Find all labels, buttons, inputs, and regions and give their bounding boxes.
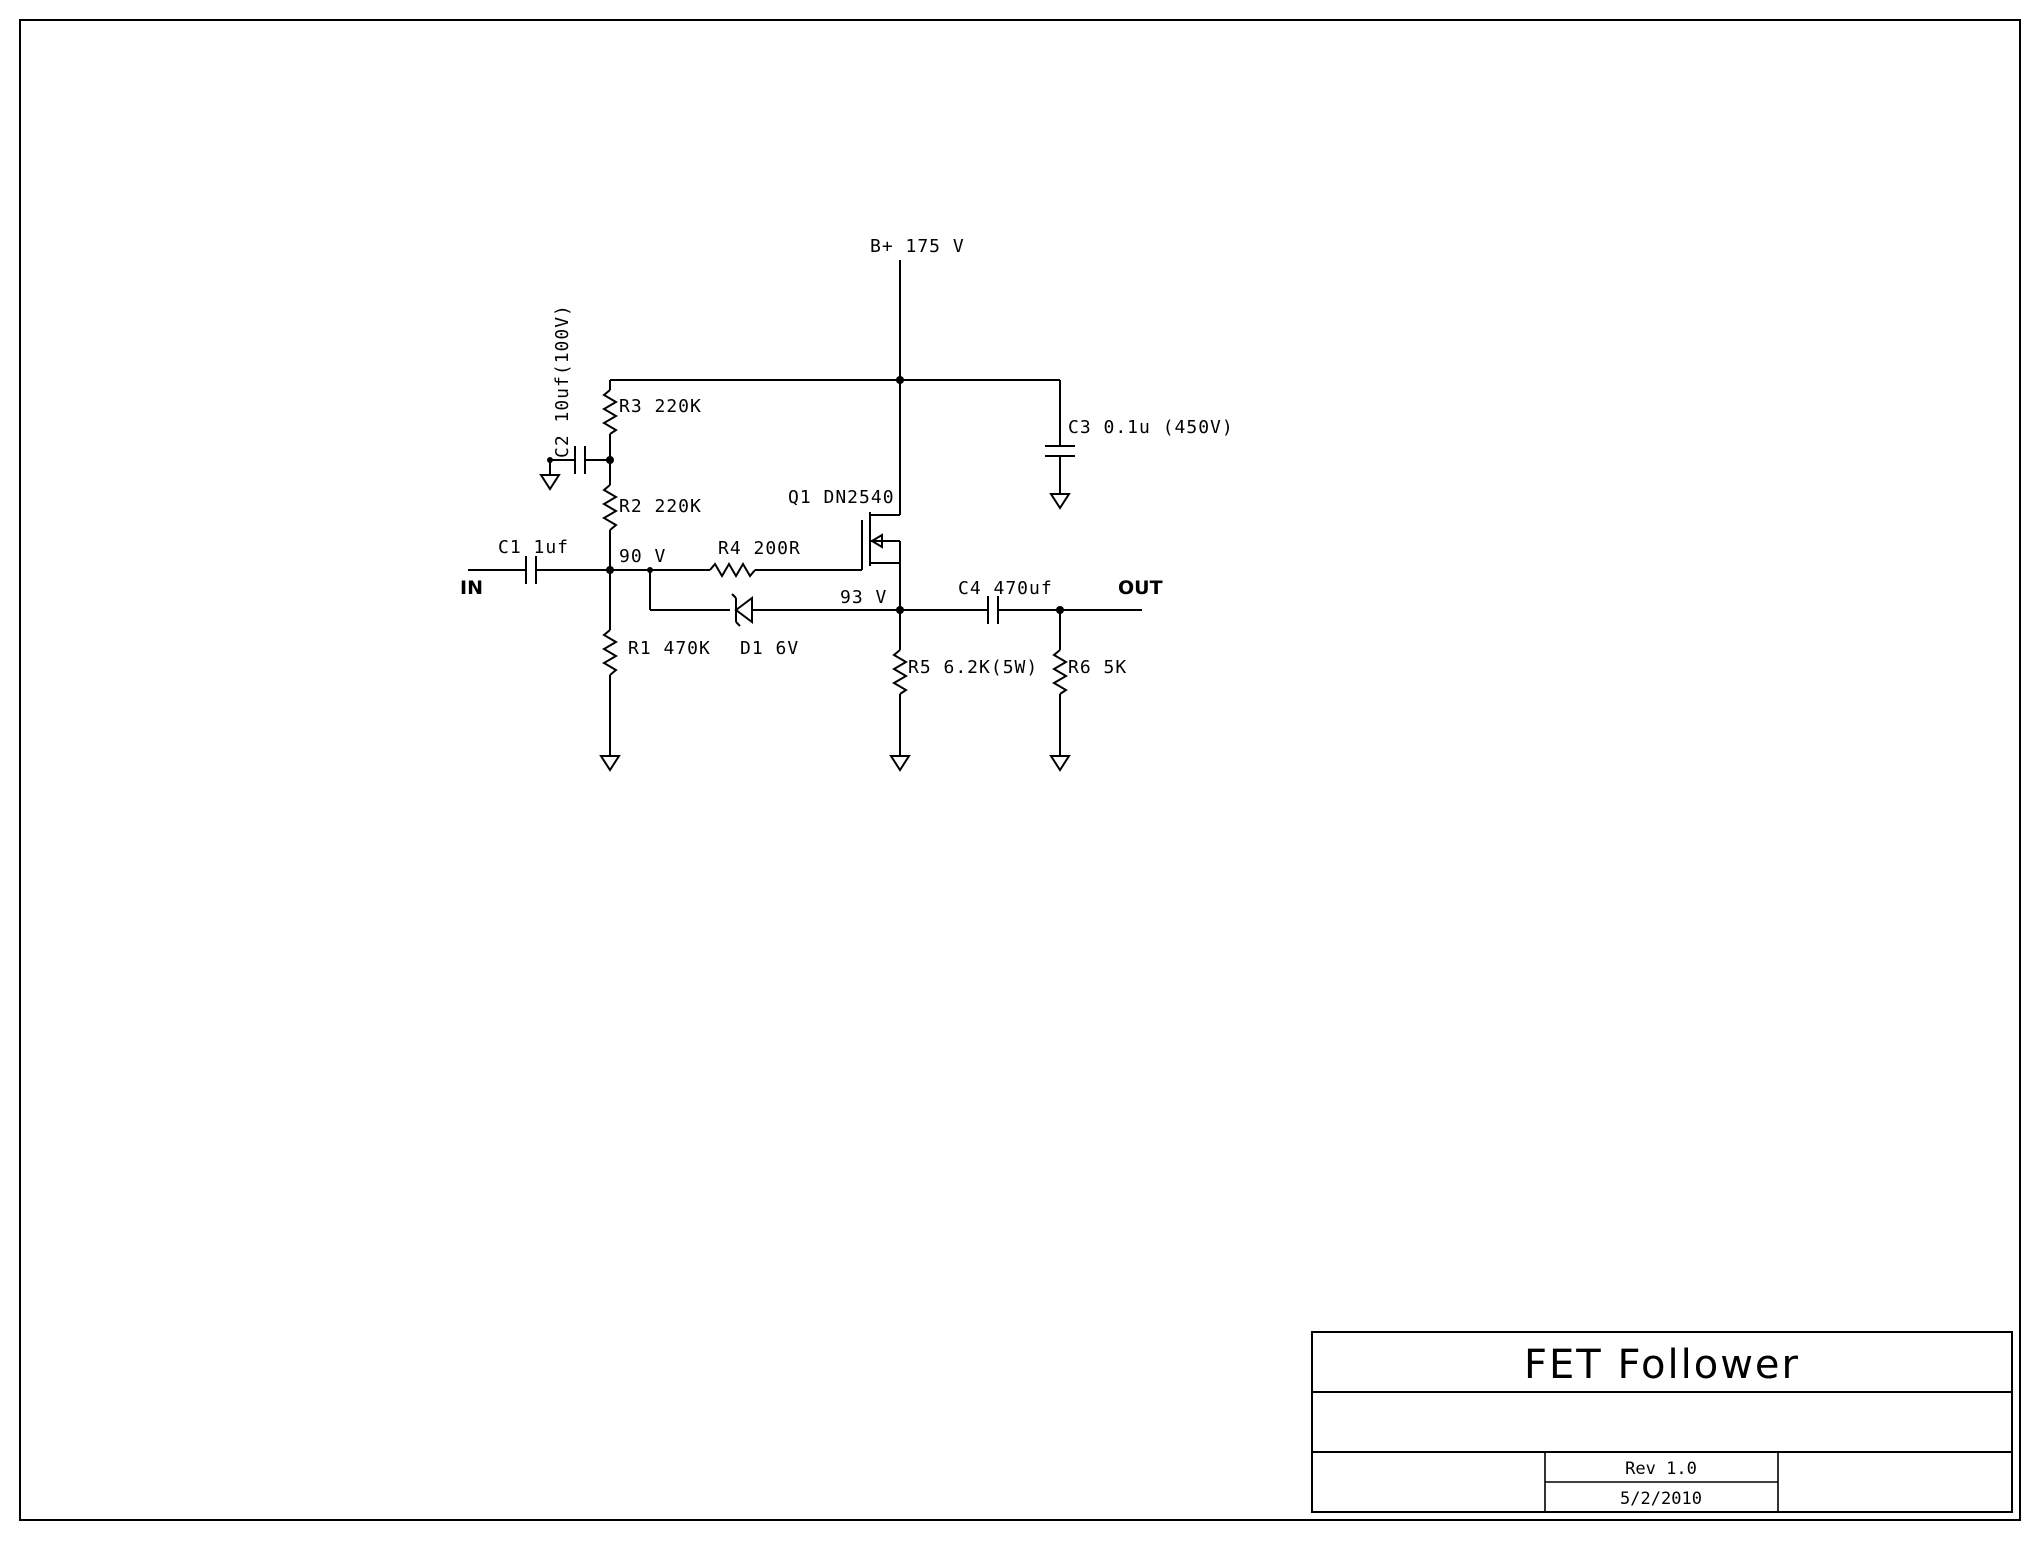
ground-symbol-r5 bbox=[889, 755, 911, 772]
gate-voltage-label: 90 V bbox=[619, 546, 666, 567]
r2-label: R2 220K bbox=[619, 496, 702, 517]
title-block-title: FET Follower bbox=[1524, 1342, 1800, 1388]
junction-dot bbox=[547, 457, 553, 463]
r1-resistor bbox=[602, 570, 618, 756]
c1-label: C1 1uf bbox=[498, 537, 569, 558]
r4-label: R4 200R bbox=[718, 538, 801, 559]
c4-label: C4 470uf bbox=[958, 578, 1053, 599]
r6-resistor bbox=[1052, 610, 1068, 756]
title-block-date: 5/2/2010 bbox=[1620, 1489, 1702, 1509]
input-port-label: IN bbox=[460, 577, 483, 599]
sheet-border bbox=[19, 19, 2021, 1521]
c2-capacitor bbox=[549, 446, 610, 475]
c4-capacitor bbox=[900, 596, 1142, 624]
r1-label: R1 470K bbox=[628, 638, 711, 659]
r3-resistor bbox=[602, 380, 618, 485]
r3-label: R3 220K bbox=[619, 396, 702, 417]
q1-label: Q1 DN2540 bbox=[788, 487, 895, 508]
r2-resistor bbox=[602, 484, 618, 570]
c1-capacitor bbox=[468, 556, 610, 584]
source-voltage-label: 93 V bbox=[840, 587, 887, 608]
c2-label: C2 10uf(100V) bbox=[552, 304, 573, 458]
r5-label: R5 6.2K(5W) bbox=[908, 657, 1038, 678]
c3-label: C3 0.1u (450V) bbox=[1068, 417, 1234, 438]
title-block-revision: Rev 1.0 bbox=[1625, 1459, 1697, 1479]
d1-label: D1 6V bbox=[740, 638, 799, 659]
ground-symbol-r6 bbox=[1049, 755, 1071, 772]
output-port-label: OUT bbox=[1118, 577, 1163, 599]
ground-symbol-c2 bbox=[539, 474, 561, 491]
b-plus-rail bbox=[610, 260, 1060, 384]
r5-resistor bbox=[892, 610, 908, 756]
q1-mosfet bbox=[861, 380, 901, 610]
d1-zener bbox=[649, 570, 900, 627]
b-plus-label: B+ 175 V bbox=[870, 236, 965, 257]
c3-capacitor bbox=[1045, 380, 1075, 494]
r4-resistor bbox=[610, 562, 862, 578]
r6-label: R6 5K bbox=[1068, 657, 1127, 678]
ground-symbol-r1 bbox=[599, 755, 621, 772]
title-block bbox=[1311, 1331, 2013, 1513]
ground-symbol-c3 bbox=[1049, 493, 1071, 510]
